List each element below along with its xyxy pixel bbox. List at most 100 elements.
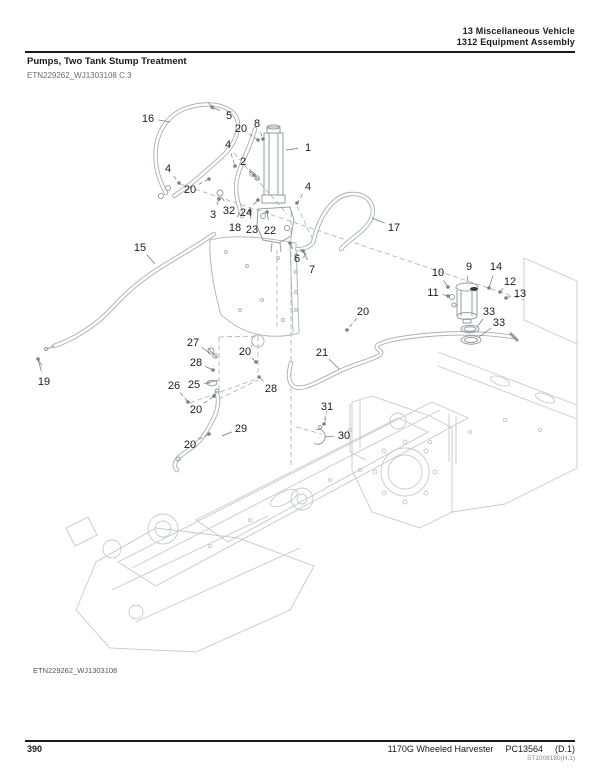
fastener-glyph (446, 294, 450, 298)
fastener-glyph (207, 432, 211, 436)
leader-line (476, 318, 484, 328)
callout-number-8: 8 (254, 118, 260, 130)
fastener-glyph (210, 105, 214, 109)
header-rule (25, 51, 575, 53)
leader-line (146, 254, 156, 265)
callout-number-29: 29 (235, 423, 247, 435)
callout-number-22: 22 (264, 225, 276, 237)
leader-line (198, 178, 210, 185)
callout-number-4: 4 (165, 163, 171, 175)
callout-number-13: 13 (514, 288, 526, 300)
leader-line (324, 435, 335, 438)
fastener-glyph (217, 197, 221, 201)
fastener-glyph (288, 241, 292, 245)
callout-number-9: 9 (466, 261, 472, 273)
fastener-glyph (265, 210, 269, 214)
callout-number-20: 20 (357, 306, 369, 318)
callout-number-25: 25 (188, 379, 200, 391)
leader-line (157, 119, 171, 123)
figure-label: ETN229262_WJ1303108 (33, 666, 118, 675)
section-line2: 1312 Equipment Assembly (456, 37, 575, 47)
fastener-glyph (233, 164, 237, 168)
callout-number-2: 2 (240, 156, 246, 168)
callout-number-24: 24 (240, 207, 252, 219)
leader-line (221, 431, 232, 437)
callout-number-20: 20 (184, 184, 196, 196)
callout-number-20: 20 (184, 439, 196, 451)
fastener-glyph (248, 209, 252, 213)
leader-line (180, 392, 189, 403)
callout-layer: 1234445678910111213141516171819202020202… (36, 105, 526, 451)
callout-number-30: 30 (338, 430, 350, 442)
fastener-glyph (254, 360, 258, 364)
mounting-plate-drawing (209, 236, 300, 348)
callout-number-20: 20 (190, 404, 202, 416)
footer-model: 1170G Wheeled Harvester (387, 744, 494, 754)
leader-line (198, 433, 210, 440)
callout-number-4: 4 (305, 181, 311, 193)
callout-number-1: 1 (305, 142, 311, 154)
fastener-glyph (256, 198, 260, 202)
leader-line (466, 275, 469, 283)
figure-reference: ETN229262_WJ1303108 C.3 (27, 71, 132, 80)
leader-line (488, 275, 494, 289)
callout-number-21: 21 (316, 347, 328, 359)
page-number: 390 (27, 744, 43, 754)
callout-number-17: 17 (388, 222, 400, 234)
footer-rule (25, 740, 575, 742)
callout-number-7: 7 (309, 264, 315, 276)
fastener-glyph (322, 422, 326, 426)
callout-number-11: 11 (427, 287, 438, 299)
callout-number-28: 28 (190, 357, 202, 369)
fastener-glyph (257, 375, 261, 379)
fastener-glyph (446, 285, 450, 289)
callout-number-23: 23 (246, 224, 258, 236)
fastener-glyph (487, 286, 491, 290)
leader-line (221, 196, 225, 202)
leader-line (230, 153, 236, 167)
leader-line (371, 217, 385, 224)
fastener-glyph (177, 181, 181, 185)
page-title: Pumps, Two Tank Stump Treatment (27, 56, 187, 67)
footer-doc-code: ST1008180(H.1) (526, 755, 575, 762)
callout-number-12: 12 (504, 276, 516, 288)
section-line1: 13 Miscellaneous Vehicle (462, 26, 575, 36)
footer-revision: (D.1) (555, 744, 575, 754)
fastener-glyph (301, 249, 305, 253)
pump-assembly-drawing (256, 124, 295, 253)
callout-number-15: 15 (134, 242, 146, 254)
leader-line (248, 168, 255, 176)
fastener-glyph (345, 328, 349, 332)
callout-number-14: 14 (490, 261, 502, 273)
callout-number-20: 20 (239, 346, 251, 358)
machine-frame-drawing (65, 257, 578, 653)
fastener-glyph (186, 400, 190, 404)
fastener-glyph (498, 290, 502, 294)
callout-number-27: 27 (187, 337, 199, 349)
callout-number-26: 26 (168, 380, 180, 392)
leader-line (328, 358, 340, 370)
callout-number-6: 6 (294, 253, 300, 265)
callout-number-10: 10 (432, 267, 444, 279)
callout-number-19: 19 (38, 376, 50, 388)
callout-number-33: 33 (493, 317, 505, 329)
callout-number-33: 33 (483, 306, 495, 318)
hoses-drawing (51, 102, 516, 473)
leader-line (237, 211, 240, 218)
leader-line (260, 132, 264, 140)
fastener-glyph (207, 177, 211, 181)
fastener-glyph (211, 368, 215, 372)
leader-line (285, 148, 299, 151)
callout-number-32: 32 (223, 205, 235, 217)
header-section-info: 13 Miscellaneous Vehicle 1312 Equipment … (457, 26, 575, 48)
fastener-glyph (256, 138, 260, 142)
fastener-glyph (36, 357, 40, 361)
callout-number-28: 28 (265, 383, 277, 395)
fastener-glyph (252, 173, 256, 177)
callout-number-31: 31 (321, 401, 333, 413)
fastener-glyph (504, 296, 508, 300)
callout-number-5: 5 (226, 110, 232, 122)
callout-number-3: 3 (210, 209, 216, 221)
